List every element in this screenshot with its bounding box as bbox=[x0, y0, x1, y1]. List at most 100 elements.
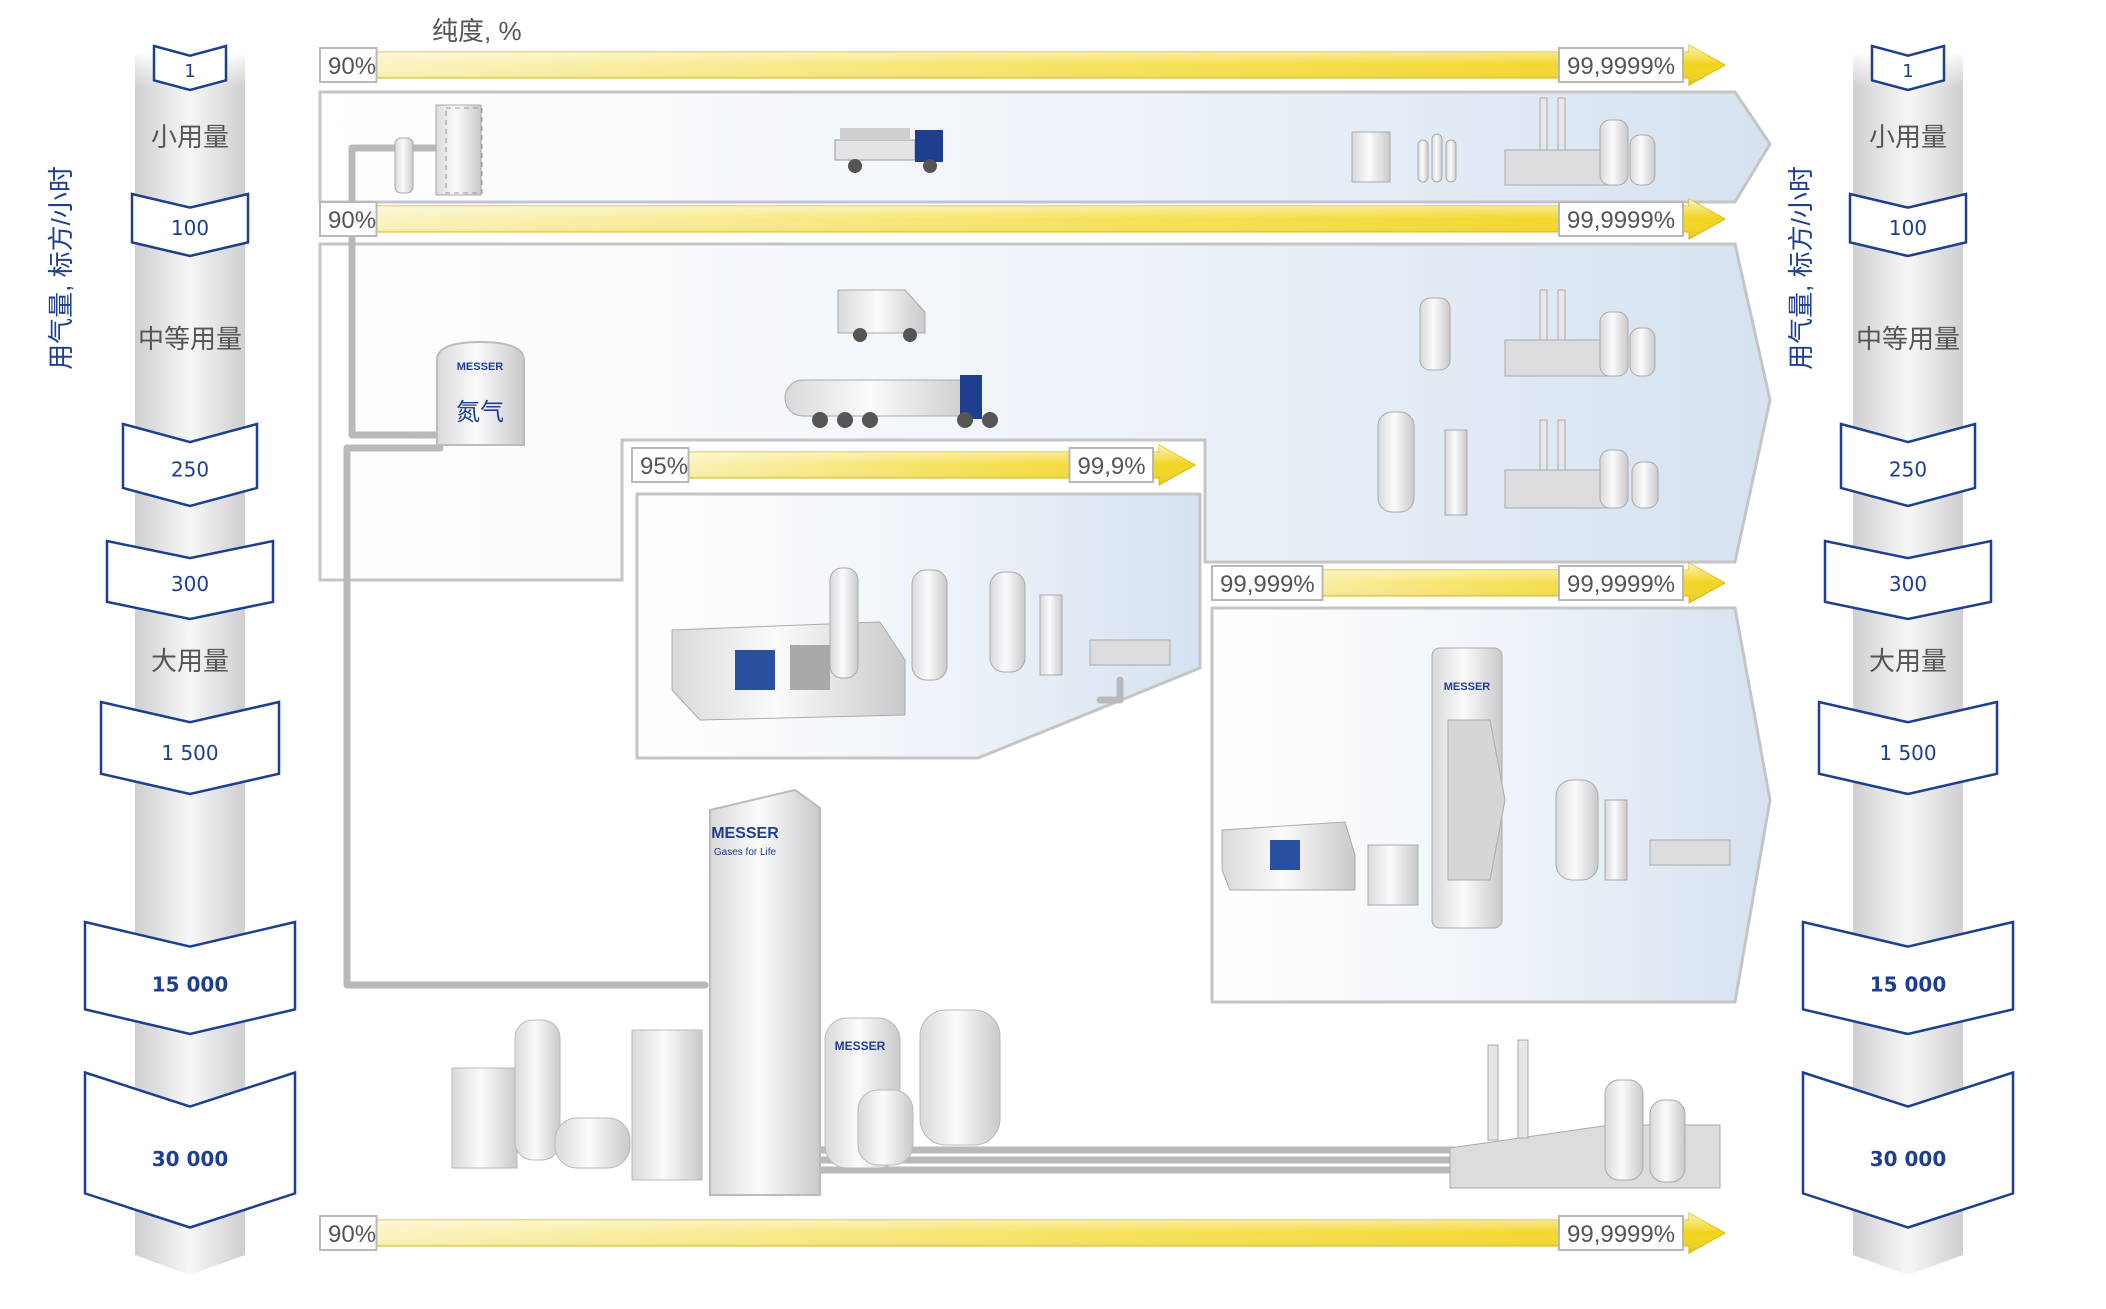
category-medium-right: 中等用量 bbox=[1856, 324, 1960, 354]
right-marker-3: 300 bbox=[1823, 539, 1993, 621]
flatbed-truck-icon bbox=[834, 128, 943, 173]
equipment: MESSER 氮气 bbox=[394, 97, 1731, 1196]
right-scale: 小用量 中等用量 大用量 1 100 250 300 1 500 15 000 30 000 bbox=[1801, 44, 2015, 1275]
right-marker-label-6: 30 000 bbox=[1870, 1147, 1947, 1171]
purity-start-box-1 bbox=[319, 201, 378, 237]
purity-start-2: 95% bbox=[640, 453, 688, 480]
factory-icon-1 bbox=[1504, 97, 1656, 186]
purity-end-box-1 bbox=[1558, 201, 1684, 237]
left-marker-label-4: 1 500 bbox=[161, 741, 218, 765]
right-marker-shape-3 bbox=[1823, 539, 1993, 621]
left-marker-label-6: 30 000 bbox=[152, 1147, 229, 1171]
left-marker-2: 250 bbox=[121, 422, 259, 508]
svg-text:MESSER: MESSER bbox=[457, 361, 504, 373]
purity-bar-0: 90% 99,9999% bbox=[319, 44, 1727, 86]
left-marker-label-2: 250 bbox=[171, 457, 209, 481]
purity-start-box-4 bbox=[319, 1215, 378, 1251]
purity-title: 纯度, % bbox=[432, 16, 522, 46]
left-marker-0: 1 bbox=[152, 44, 228, 92]
svg-text:MESSER: MESSER bbox=[1444, 681, 1491, 693]
left-scale: 小用量 中等用量 大用量 1 100 250 300 1 500 15 000 30 000 bbox=[83, 44, 297, 1275]
axis-label-left: 用气量, 标方/小时 bbox=[46, 166, 76, 370]
pipes bbox=[343, 144, 1464, 1174]
air-separation-unit-icon: MESSER Gases for Life bbox=[709, 788, 821, 1196]
left-marker-3: 300 bbox=[105, 539, 275, 621]
axis-label-right: 用气量, 标方/小时 bbox=[1786, 166, 1816, 370]
left-marker-shape-0 bbox=[152, 44, 228, 92]
purity-start-box-2 bbox=[631, 447, 690, 483]
left-marker-label-5: 15 000 bbox=[152, 972, 229, 996]
right-marker-label-4: 1 500 bbox=[1879, 741, 1936, 765]
right-marker-shape-5 bbox=[1801, 920, 2015, 1036]
category-medium-left: 中等用量 bbox=[138, 324, 242, 354]
purity-start-3: 99,999% bbox=[1220, 571, 1315, 598]
left-marker-6: 30 000 bbox=[83, 1070, 297, 1229]
container-plant-icon bbox=[671, 621, 906, 721]
svg-text:Gases for Life: Gases for Life bbox=[714, 847, 777, 858]
purity-end-4: 99,9999% bbox=[1567, 1221, 1675, 1248]
right-marker-label-3: 300 bbox=[1889, 572, 1927, 596]
purity-end-box-3 bbox=[1558, 565, 1684, 601]
left-marker-shape-6 bbox=[83, 1070, 297, 1229]
panels bbox=[318, 90, 1772, 1004]
svg-text:MESSER: MESSER bbox=[835, 1039, 886, 1053]
right-marker-label-1: 100 bbox=[1889, 216, 1927, 240]
right-marker-shape-4 bbox=[1817, 700, 1999, 796]
left-marker-shape-5 bbox=[83, 920, 297, 1036]
purity-bar-3: 99,999% 99,9999% bbox=[1211, 562, 1727, 604]
panel-small bbox=[318, 90, 1772, 204]
tank-label: 氮气 bbox=[456, 399, 504, 426]
category-small-left: 小用量 bbox=[151, 122, 229, 152]
right-marker-label-5: 15 000 bbox=[1870, 972, 1947, 996]
van-icon bbox=[837, 289, 926, 342]
cold-box-icon: MESSER bbox=[1431, 647, 1506, 929]
right-marker-label-0: 1 bbox=[1902, 61, 1913, 82]
purity-end-0: 99,9999% bbox=[1567, 53, 1675, 80]
purity-end-box-2 bbox=[1068, 447, 1154, 483]
factory-icon-3 bbox=[1504, 419, 1659, 509]
purity-start-4: 90% bbox=[328, 1221, 376, 1248]
left-marker-shape-2 bbox=[121, 422, 259, 508]
right-marker-shape-6 bbox=[1801, 1070, 2015, 1229]
left-marker-shape-3 bbox=[105, 539, 275, 621]
left-marker-label-3: 300 bbox=[171, 572, 209, 596]
purity-end-2: 99,9% bbox=[1078, 453, 1146, 480]
right-marker-4: 1 500 bbox=[1817, 700, 1999, 796]
tanker-truck-icon bbox=[784, 375, 998, 428]
category-large-right: 大用量 bbox=[1869, 646, 1947, 676]
right-marker-5: 15 000 bbox=[1801, 920, 2015, 1036]
factory-icon-2 bbox=[1504, 289, 1656, 377]
right-marker-shape-2 bbox=[1839, 422, 1977, 508]
purity-start-box-0 bbox=[319, 47, 378, 83]
purity-bar-1: 90%99,9999% bbox=[319, 198, 1727, 240]
purity-bar-2: 95% 99,9% bbox=[631, 444, 1197, 486]
dewar-icon bbox=[1419, 297, 1451, 371]
scale-markers-right: 1 100 250 300 1 500 15 000 30 000 bbox=[1801, 44, 2015, 1229]
right-marker-0: 1 bbox=[1870, 44, 1946, 92]
purity-end-3: 99,9999% bbox=[1567, 571, 1675, 598]
right-marker-6: 30 000 bbox=[1801, 1070, 2015, 1229]
left-marker-shape-4 bbox=[99, 700, 281, 796]
left-marker-5: 15 000 bbox=[83, 920, 297, 1036]
purity-end-1: 99,9999% bbox=[1567, 207, 1675, 234]
right-marker-2: 250 bbox=[1839, 422, 1977, 508]
right-marker-1: 100 bbox=[1848, 192, 1968, 258]
left-marker-shape-1 bbox=[130, 192, 250, 258]
left-marker-1: 100 bbox=[130, 192, 250, 258]
right-marker-label-2: 250 bbox=[1889, 457, 1927, 481]
left-marker-label-0: 1 bbox=[184, 61, 195, 82]
purity-bar-4: 90% 99,9999% bbox=[319, 1212, 1727, 1254]
nitrogen-tank-icon: MESSER 氮气 bbox=[436, 340, 525, 446]
purity-end-box-4 bbox=[1558, 1215, 1684, 1251]
purity-end-box-0 bbox=[1558, 47, 1684, 83]
scale-markers-left: 1 100 250 300 1 500 15 000 30 000 bbox=[83, 44, 297, 1229]
purity-start-0: 90% bbox=[328, 53, 376, 80]
purity-bars: 90%99,9999%90%99,9999%95%99,9%99,999%99,… bbox=[319, 44, 1727, 1254]
cylinder-bundle-icon bbox=[435, 104, 482, 196]
right-marker-shape-0 bbox=[1870, 44, 1946, 92]
right-marker-shape-1 bbox=[1848, 192, 1968, 258]
svg-text:MESSER: MESSER bbox=[711, 825, 779, 842]
category-large-left: 大用量 bbox=[151, 646, 229, 676]
category-small-right: 小用量 bbox=[1869, 122, 1947, 152]
